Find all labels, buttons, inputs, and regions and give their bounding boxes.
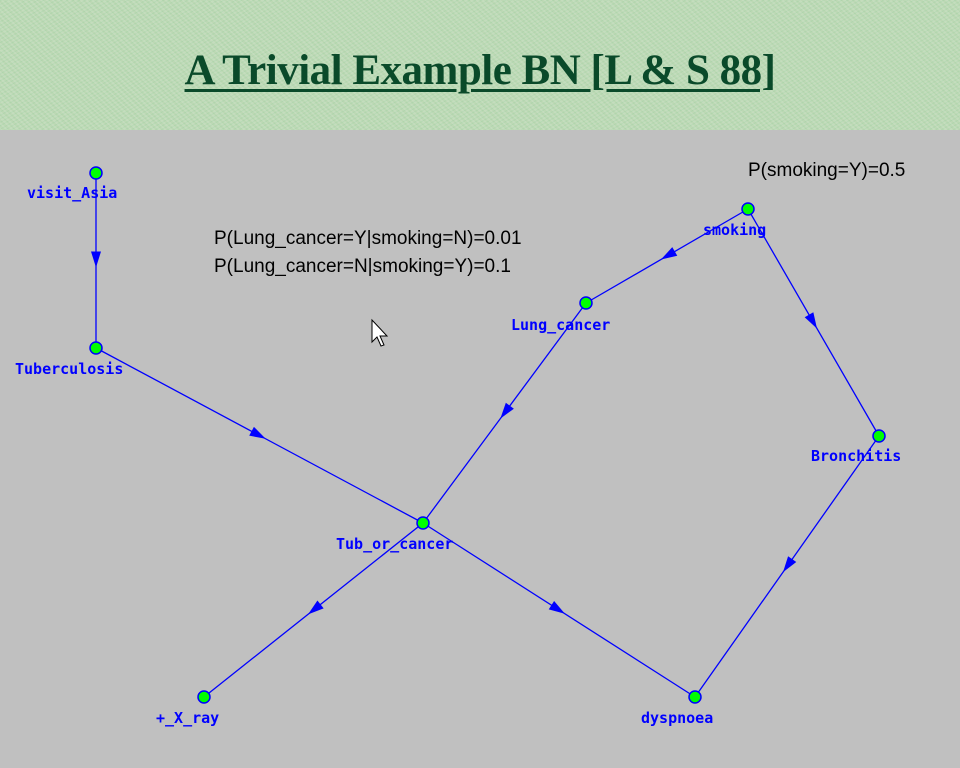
node-label-dyspnoea[interactable]: dyspnoea	[641, 709, 713, 727]
title-banner: A Trivial Example BN [L & S 88]	[0, 0, 960, 130]
node-label-bronchitis[interactable]: Bronchitis	[811, 447, 901, 465]
smoking-prior-annotation: P(smoking=Y)=0.5	[748, 160, 905, 181]
slide-title: A Trivial Example BN [L & S 88]	[184, 47, 776, 94]
arrowhead-icon	[91, 251, 101, 268]
node-visit-asia[interactable]	[89, 166, 103, 180]
arrowhead-icon	[804, 312, 817, 329]
lung-cancer-cpt-annotation-1: P(Lung_cancer=Y|smoking=N)=0.01	[214, 228, 522, 249]
arrowhead-icon	[308, 600, 324, 615]
node-bronchitis[interactable]	[872, 429, 886, 443]
node-x-ray[interactable]	[197, 690, 211, 704]
node-tuberculosis[interactable]	[89, 341, 103, 355]
node-tub-or-cancer[interactable]	[416, 516, 430, 530]
arrowhead-icon	[500, 402, 514, 419]
arrowhead-icon	[548, 600, 565, 614]
node-label-tuberculosis[interactable]: Tuberculosis	[15, 360, 123, 378]
node-label-lung-cancer[interactable]: Lung_cancer	[511, 316, 610, 334]
node-label-visit-asia[interactable]: visit_Asia	[27, 184, 117, 202]
network-diagram: P(smoking=Y)=0.5 P(Lung_cancer=Y|smoking…	[15, 160, 905, 727]
mouse-cursor-icon	[371, 318, 389, 347]
node-smoking[interactable]	[741, 202, 755, 216]
node-label-smoking[interactable]: smoking	[703, 221, 766, 239]
node-label-x-ray[interactable]: +_X_ray	[156, 709, 219, 727]
arrowhead-icon	[660, 247, 678, 260]
node-label-tub-or-cancer[interactable]: Tub_or_cancer	[336, 535, 453, 553]
arrowhead-icon	[782, 556, 797, 573]
bayesian-network-canvas: P(smoking=Y)=0.5 P(Lung_cancer=Y|smoking…	[0, 130, 960, 768]
node-dyspnoea[interactable]	[688, 690, 702, 704]
arrowhead-icon	[249, 426, 266, 439]
node-lung-cancer[interactable]	[579, 296, 593, 310]
lung-cancer-cpt-annotation-2: P(Lung_cancer=N|smoking=Y)=0.1	[214, 256, 511, 277]
